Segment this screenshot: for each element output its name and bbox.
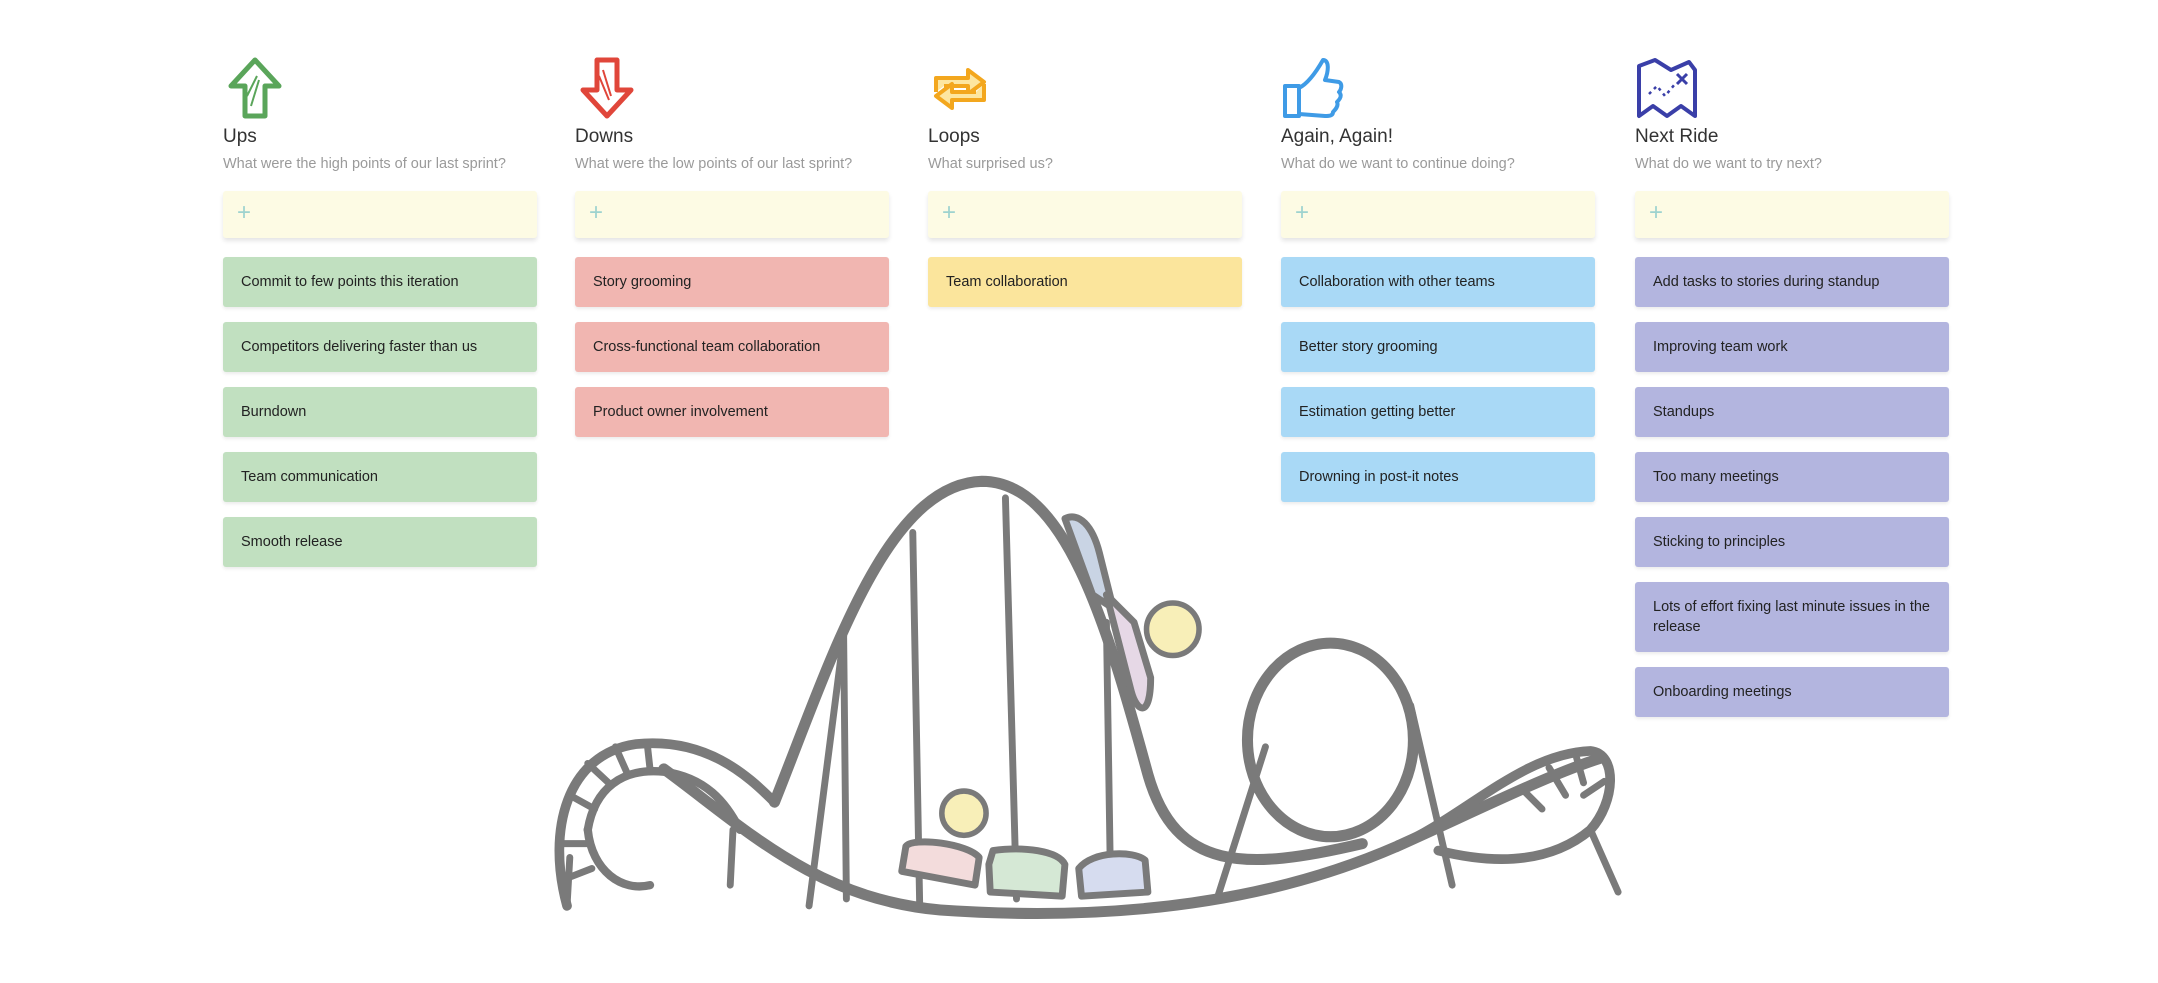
card[interactable]: Lots of effort fixing last minute issues… [1635,582,1949,652]
column-subtitle: What were the low points of our last spr… [575,156,853,172]
card[interactable]: Drowning in post-it notes [1281,452,1595,502]
card-list: Team collaboration [928,257,1242,322]
column-subtitle: What do we want to try next? [1635,156,1822,172]
card[interactable]: Cross-functional team collaboration [575,322,889,372]
up-arrow-icon [228,57,282,119]
card[interactable]: Competitors delivering faster than us [223,322,537,372]
card[interactable]: Add tasks to stories during standup [1635,257,1949,307]
column-subtitle: What surprised us? [928,156,1053,172]
plus-icon: + [1649,199,1664,226]
plus-icon: + [1295,199,1310,226]
card-list: Add tasks to stories during standup Impr… [1635,257,1949,732]
card[interactable]: Standups [1635,387,1949,437]
card-list: Story grooming Cross-functional team col… [575,257,889,452]
card[interactable]: Commit to few points this iteration [223,257,537,307]
column-title: Again, Again! [1281,126,1393,147]
column-title: Ups [223,126,257,147]
card[interactable]: Burndown [223,387,537,437]
card[interactable]: Product owner involvement [575,387,889,437]
column-title: Next Ride [1635,126,1719,147]
column-subtitle: What were the high points of our last sp… [223,156,506,172]
add-card-button[interactable]: + [575,191,889,238]
card[interactable]: Smooth release [223,517,537,567]
column-subtitle: What do we want to continue doing? [1281,156,1515,172]
plus-icon: + [237,199,252,226]
down-arrow-icon [580,57,634,119]
add-card-button[interactable]: + [928,191,1242,238]
loop-arrows-icon [934,68,986,110]
card-list: Commit to few points this iteration Comp… [223,257,537,582]
card[interactable]: Onboarding meetings [1635,667,1949,717]
column-title: Loops [928,126,980,147]
card[interactable]: Too many meetings [1635,452,1949,502]
card[interactable]: Better story grooming [1281,322,1595,372]
card[interactable]: Story grooming [575,257,889,307]
add-card-button[interactable]: + [1281,191,1595,238]
column-title: Downs [575,126,634,147]
card[interactable]: Team communication [223,452,537,502]
card-list: Collaboration with other teams Better st… [1281,257,1595,517]
plus-icon: + [942,199,957,226]
add-card-button[interactable]: + [223,191,537,238]
thumbs-up-icon [1283,58,1344,118]
card[interactable]: Sticking to principles [1635,517,1949,567]
card[interactable]: Estimation getting better [1281,387,1595,437]
card[interactable]: Collaboration with other teams [1281,257,1595,307]
treasure-map-icon [1637,58,1697,118]
plus-icon: + [589,199,604,226]
add-card-button[interactable]: + [1635,191,1949,238]
card[interactable]: Team collaboration [928,257,1242,307]
card[interactable]: Improving team work [1635,322,1949,372]
